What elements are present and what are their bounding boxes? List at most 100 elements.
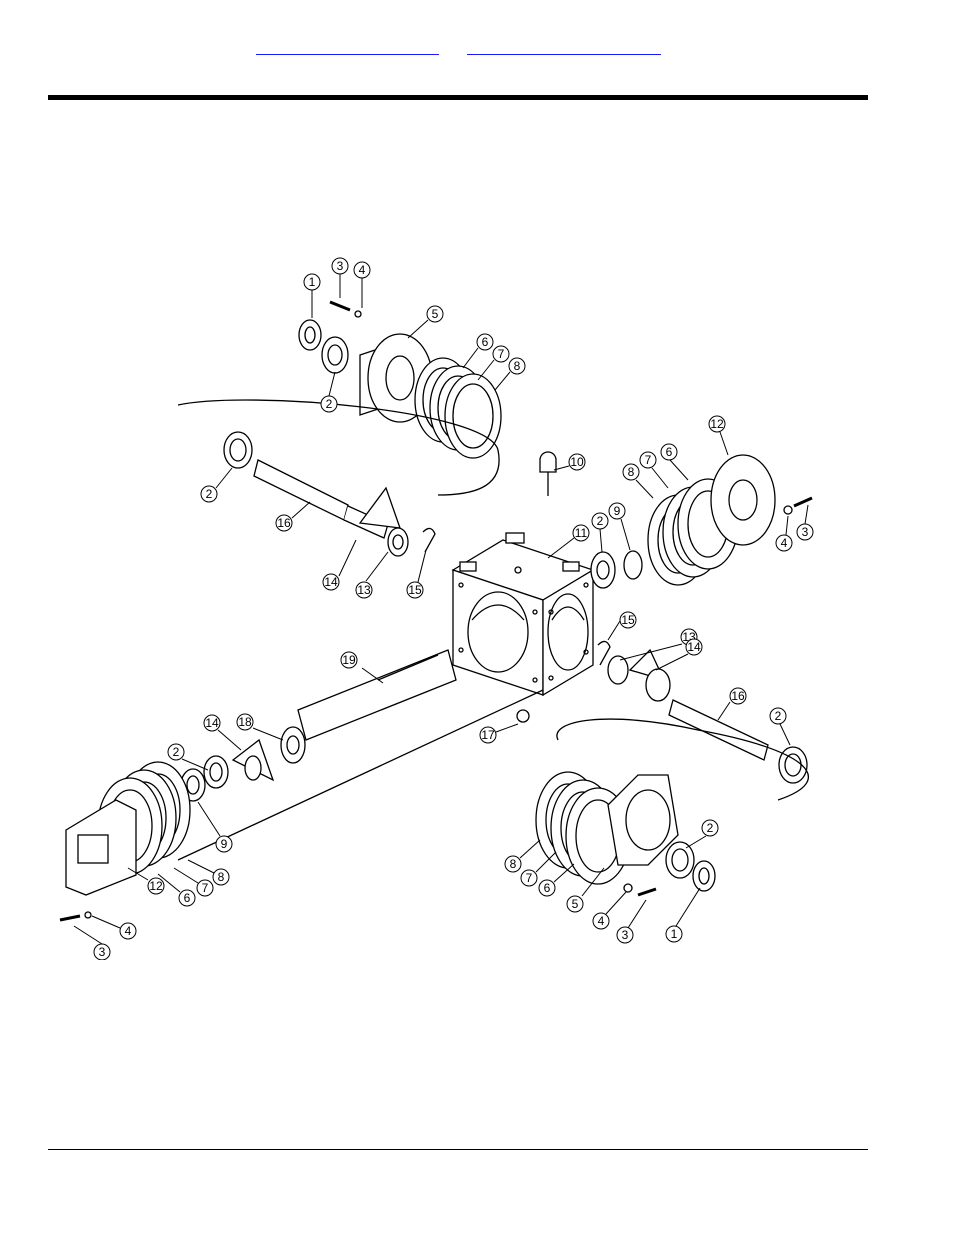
svg-text:4: 4 <box>125 924 132 938</box>
gearbox-housing <box>451 532 595 697</box>
svg-text:15: 15 <box>408 583 422 597</box>
svg-text:2: 2 <box>707 821 714 835</box>
svg-text:19: 19 <box>342 653 356 667</box>
callout-10: 10 <box>553 453 586 471</box>
svg-text:3: 3 <box>622 928 629 942</box>
svg-text:4: 4 <box>598 914 605 928</box>
svg-text:12: 12 <box>710 417 724 431</box>
svg-text:6: 6 <box>666 445 673 459</box>
svg-text:2: 2 <box>173 745 180 759</box>
svg-text:7: 7 <box>645 453 652 467</box>
svg-text:3: 3 <box>337 259 344 273</box>
callout-11: 11 <box>547 524 590 559</box>
svg-text:2: 2 <box>326 397 333 411</box>
callout-5: 5 <box>407 305 444 339</box>
svg-text:9: 9 <box>221 837 228 851</box>
callout-1: 1 <box>303 273 321 318</box>
svg-text:8: 8 <box>628 465 635 479</box>
callout-4: 4 <box>775 515 793 552</box>
header-rule <box>48 95 868 100</box>
upper-left-shaft <box>177 399 500 557</box>
svg-text:4: 4 <box>781 536 788 550</box>
right-upper-assembly <box>539 451 813 589</box>
svg-text:3: 3 <box>99 945 106 959</box>
callout-7: 7 <box>477 345 510 381</box>
callout-4: 4 <box>592 891 627 930</box>
callout-2: 2 <box>200 467 233 503</box>
callout-14: 14 <box>655 638 703 671</box>
callout-12: 12 <box>127 867 165 895</box>
callout-14: 14 <box>203 714 242 751</box>
callout-6: 6 <box>538 863 575 897</box>
callout-1: 1 <box>665 887 701 943</box>
callout-2: 2 <box>320 371 338 413</box>
svg-text:6: 6 <box>544 881 551 895</box>
callout-3: 3 <box>73 925 111 960</box>
callout-2: 2 <box>685 819 719 849</box>
svg-text:9: 9 <box>614 504 621 518</box>
callout-4: 4 <box>353 261 371 308</box>
svg-text:2: 2 <box>597 514 604 528</box>
header-link-2[interactable] <box>467 36 661 55</box>
svg-text:2: 2 <box>206 487 213 501</box>
svg-text:6: 6 <box>482 335 489 349</box>
callout-4: 4 <box>91 915 137 940</box>
svg-text:8: 8 <box>514 359 521 373</box>
callout-8: 8 <box>187 859 230 886</box>
svg-text:13: 13 <box>357 583 371 597</box>
exploded-parts-diagram: 1 3 4 2 5 6 7 8 2 16 14 13 15 10 11 2 9 … <box>48 240 848 960</box>
header-link-1[interactable] <box>256 36 439 55</box>
callout-14: 14 <box>322 539 357 591</box>
svg-text:18: 18 <box>238 715 252 729</box>
lower-left-assembly <box>59 755 229 922</box>
svg-text:7: 7 <box>526 871 533 885</box>
callout-2: 2 <box>167 743 209 771</box>
svg-text:3: 3 <box>802 525 809 539</box>
svg-text:14: 14 <box>205 716 219 730</box>
svg-text:4: 4 <box>359 263 366 277</box>
callout-2: 2 <box>769 707 791 746</box>
callout-16: 16 <box>275 501 311 532</box>
svg-text:15: 15 <box>621 613 635 627</box>
svg-text:16: 16 <box>731 689 745 703</box>
callout-6: 6 <box>157 873 196 907</box>
callout-3: 3 <box>331 257 349 298</box>
lower-right-shaft <box>556 640 810 801</box>
svg-text:12: 12 <box>149 879 163 893</box>
callout-15: 15 <box>406 549 427 599</box>
svg-text:1: 1 <box>671 927 678 941</box>
callout-19: 19 <box>340 651 384 684</box>
svg-text:17: 17 <box>481 728 495 742</box>
svg-text:10: 10 <box>570 455 584 469</box>
callout-16: 16 <box>717 687 747 721</box>
lower-center-shaft <box>177 649 544 861</box>
callout-18: 18 <box>236 713 284 741</box>
callout-3: 3 <box>616 899 647 944</box>
svg-text:11: 11 <box>575 526 588 540</box>
callout-5: 5 <box>566 867 605 913</box>
callout-17: 17 <box>479 723 519 744</box>
callout-7: 7 <box>520 851 557 887</box>
svg-text:8: 8 <box>218 870 225 884</box>
callout-7: 7 <box>639 451 669 489</box>
callout-8: 8 <box>494 357 526 391</box>
callout-8: 8 <box>504 839 541 873</box>
callout-15: 15 <box>607 611 637 641</box>
callout-group: 1 3 4 2 5 6 7 8 2 16 14 13 15 10 11 2 9 … <box>73 257 814 960</box>
svg-text:14: 14 <box>324 575 338 589</box>
svg-text:7: 7 <box>498 347 505 361</box>
callout-6: 6 <box>660 443 689 481</box>
callout-7: 7 <box>173 867 214 897</box>
svg-text:2: 2 <box>775 709 782 723</box>
svg-text:1: 1 <box>309 275 316 289</box>
svg-text:6: 6 <box>184 891 191 905</box>
svg-text:16: 16 <box>277 516 291 530</box>
lower-right-assembly <box>535 771 716 897</box>
callout-6: 6 <box>462 333 494 369</box>
callout-3: 3 <box>796 504 814 541</box>
callout-2: 2 <box>591 512 609 553</box>
svg-text:14: 14 <box>687 640 701 654</box>
callout-9: 9 <box>197 801 233 853</box>
callout-12: 12 <box>708 415 729 456</box>
callout-8: 8 <box>622 463 654 499</box>
